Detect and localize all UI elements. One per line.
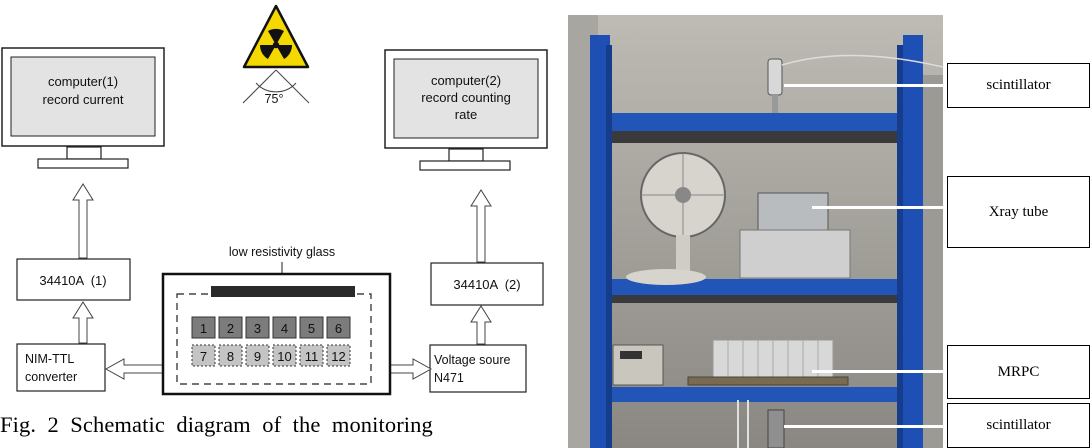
computer-1: computer(1) record current	[1, 47, 165, 169]
pad-label-8: 8	[227, 349, 234, 364]
pad-8	[218, 344, 243, 367]
pad-label-11: 11	[305, 349, 319, 364]
label-xray-tube: Xray tube	[947, 176, 1090, 248]
arrow-up-right-lower	[470, 305, 492, 345]
glass-strip	[211, 286, 355, 297]
arrow-left	[104, 358, 164, 380]
annotation-line-xray-tube	[812, 206, 949, 209]
pad-3	[245, 316, 270, 339]
photo-illustration	[568, 15, 943, 448]
angle-label: 75°	[265, 92, 284, 106]
meter-1-label: 34410A (1)	[39, 273, 106, 288]
pad-label-3: 3	[254, 321, 261, 336]
annotation-line-scintillator-top	[784, 84, 949, 87]
computer-2-line1: computer(2)	[431, 73, 501, 88]
converter-box	[16, 343, 106, 392]
voltage-line1: Voltage soure	[434, 353, 510, 367]
beam-angle: 75°	[242, 69, 310, 106]
voltage-line2: N471	[434, 371, 464, 385]
pad-label-7: 7	[200, 349, 207, 364]
arrow-up-right-upper	[470, 189, 492, 263]
label-scintillator-top: scintillator	[947, 63, 1090, 108]
radiation-hazard-icon	[242, 4, 310, 69]
pad-12	[326, 344, 351, 367]
converter-line1: NIM-TTL	[25, 352, 74, 366]
computer-2: computer(2) record counting rate	[384, 49, 548, 171]
pad-9	[245, 344, 270, 367]
computer-2-line3: rate	[455, 107, 477, 122]
pad-label-2: 2	[227, 321, 234, 336]
schematic-diagram: computer(1) record current computer(2) r…	[1, 4, 548, 396]
computer-2-line2: record counting	[421, 90, 511, 105]
pad-7	[191, 344, 216, 367]
label-mrpc: MRPC	[947, 345, 1090, 399]
arrow-right	[389, 358, 433, 380]
pad-2	[218, 316, 243, 339]
arrow-up-left-upper	[72, 183, 94, 259]
voltage-box	[429, 344, 527, 393]
pad-label-5: 5	[308, 321, 315, 336]
pad-label-6: 6	[335, 321, 342, 336]
annotation-line-scintillator-bottom	[784, 425, 949, 428]
meter-2-label: 34410A (2)	[453, 277, 520, 292]
computer-1-line2: record current	[43, 92, 124, 107]
pad-11	[299, 344, 324, 367]
arrow-up-left-lower	[72, 301, 94, 344]
fan-icon	[626, 152, 726, 285]
computer-1-line1: computer(1)	[48, 74, 118, 89]
pad-label-10: 10	[277, 349, 291, 364]
label-scintillator-bottom: scintillator	[947, 403, 1090, 448]
pad-label-9: 9	[254, 349, 261, 364]
meter-1-box	[16, 258, 131, 301]
pad-label-4: 4	[281, 321, 288, 336]
converter-line2: converter	[25, 370, 77, 384]
experiment-photo	[568, 15, 943, 448]
pad-label-1: 1	[200, 321, 207, 336]
meter-2-box	[430, 262, 544, 306]
pad-1	[191, 316, 216, 339]
pad-6	[326, 316, 351, 339]
pad-label-12: 12	[331, 349, 345, 364]
pad-10	[272, 344, 297, 367]
annotation-line-mrpc	[812, 370, 949, 373]
pad-5	[299, 316, 324, 339]
figure-caption: Fig. 2 Schematic diagram of the monitori…	[0, 412, 433, 437]
glass-label: low resistivity glass	[229, 245, 335, 259]
pad-4	[272, 316, 297, 339]
